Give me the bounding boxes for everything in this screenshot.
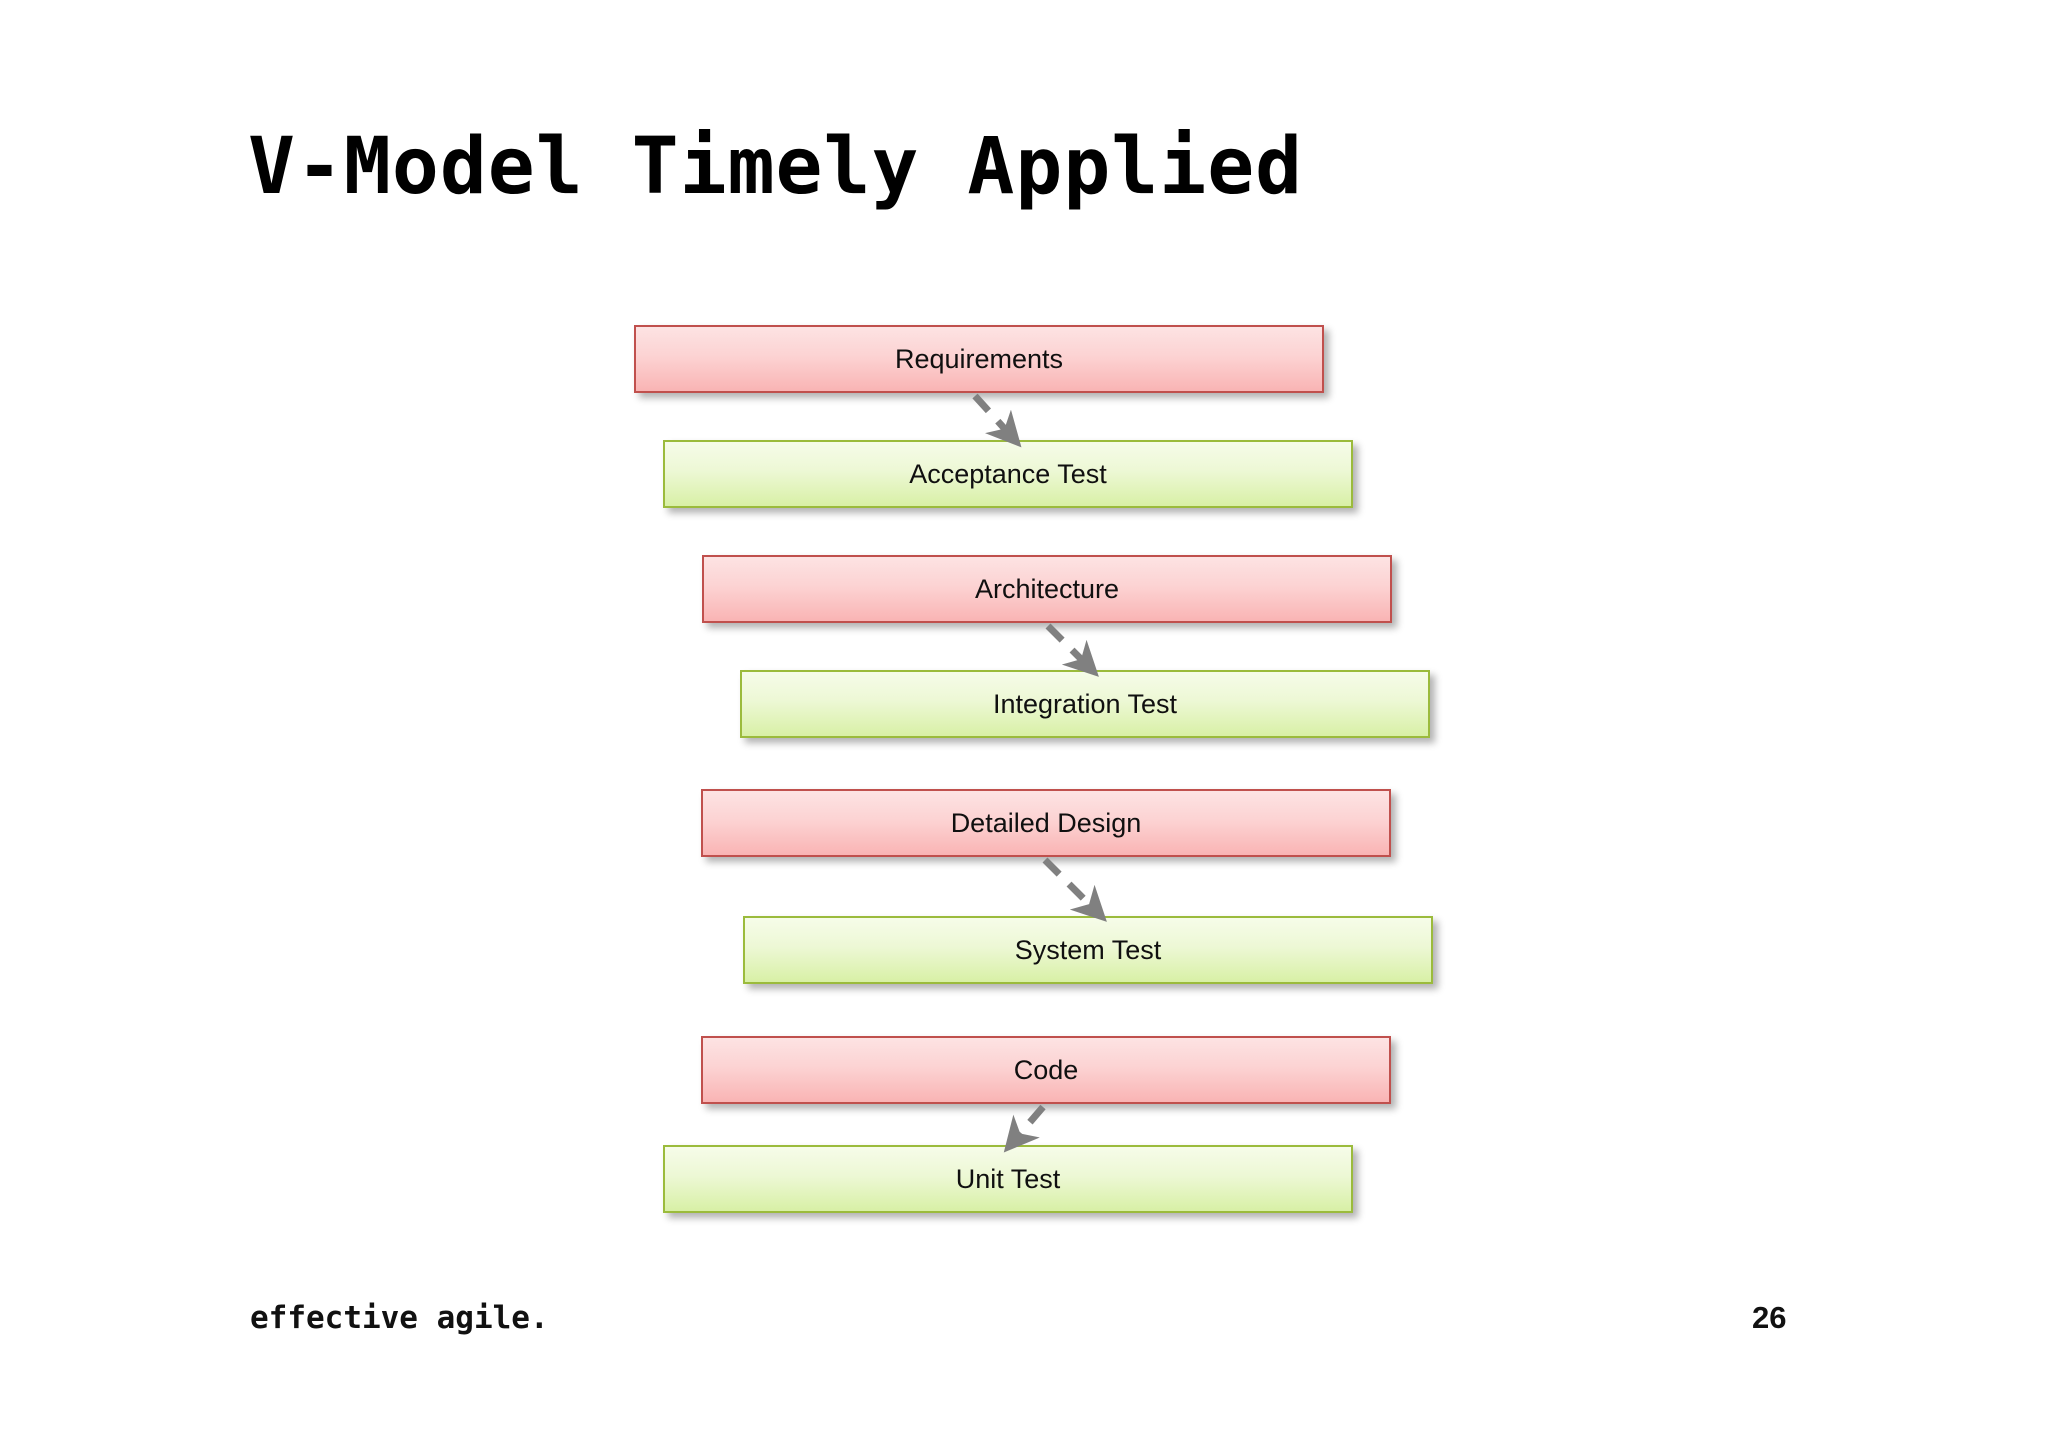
footer-brand: effective agile. (250, 1300, 549, 1336)
arrow-architecture-to-integration-test (1045, 623, 1099, 677)
arrow-line (972, 393, 1022, 448)
flow-box-code[interactable]: Code (701, 1036, 1391, 1104)
page-number: 26 (1752, 1300, 1787, 1335)
arrow-line (1045, 623, 1099, 677)
arrow-requirements-to-acceptance-test (972, 393, 1022, 448)
page-title: V-Model Timely Applied (248, 122, 1304, 212)
flow-box-label: System Test (1014, 934, 1162, 965)
arrow-line (1042, 857, 1107, 922)
arrow-detailed-design-to-system-test (1042, 857, 1107, 922)
arrow-code-to-unit-test (1003, 1104, 1046, 1153)
arrow-line (1003, 1104, 1046, 1153)
